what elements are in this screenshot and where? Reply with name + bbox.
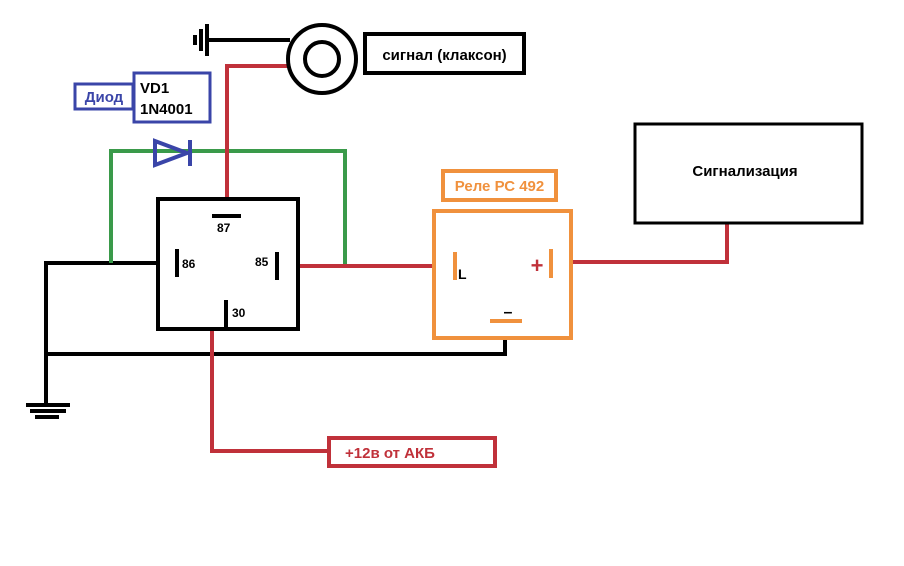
diode-icon bbox=[153, 138, 193, 168]
pin86-label: 86 bbox=[182, 257, 196, 271]
diode-tag: Диод bbox=[85, 89, 124, 106]
rc492-title: Реле РС 492 bbox=[455, 178, 544, 195]
horn-ground-symbol bbox=[193, 24, 209, 56]
horn-label-box bbox=[363, 32, 526, 75]
ground-wires bbox=[44, 38, 507, 404]
battery-label: +12в от АКБ bbox=[345, 445, 435, 462]
pin87-to-horn-wire bbox=[225, 64, 291, 216]
battery-box bbox=[327, 436, 497, 468]
alarm-label: Сигнализация bbox=[692, 163, 797, 180]
rc492-title-box bbox=[441, 169, 558, 202]
alarm-box bbox=[633, 122, 864, 225]
battery-wire bbox=[210, 314, 329, 453]
diode-tag-box bbox=[73, 82, 135, 111]
pin30-label: 30 bbox=[232, 306, 246, 320]
diode-ref: VD1 bbox=[140, 80, 169, 97]
power-wires bbox=[210, 64, 729, 453]
diode-model: 1N4001 bbox=[140, 101, 193, 118]
pin87-label: 87 bbox=[217, 221, 231, 235]
alarm-to-plus-wire bbox=[552, 224, 729, 264]
diode-info-box bbox=[132, 71, 212, 124]
pin85-label: 85 bbox=[255, 255, 269, 269]
ground-symbol bbox=[26, 403, 70, 419]
horn-icon bbox=[286, 23, 358, 95]
rc492-l-label: L bbox=[458, 266, 467, 282]
rc492-plus-label: + bbox=[531, 253, 544, 278]
relay-pins bbox=[175, 214, 279, 328]
horn-label: сигнал (клаксон) bbox=[382, 47, 506, 64]
rc492-minus-label: – bbox=[504, 304, 513, 321]
